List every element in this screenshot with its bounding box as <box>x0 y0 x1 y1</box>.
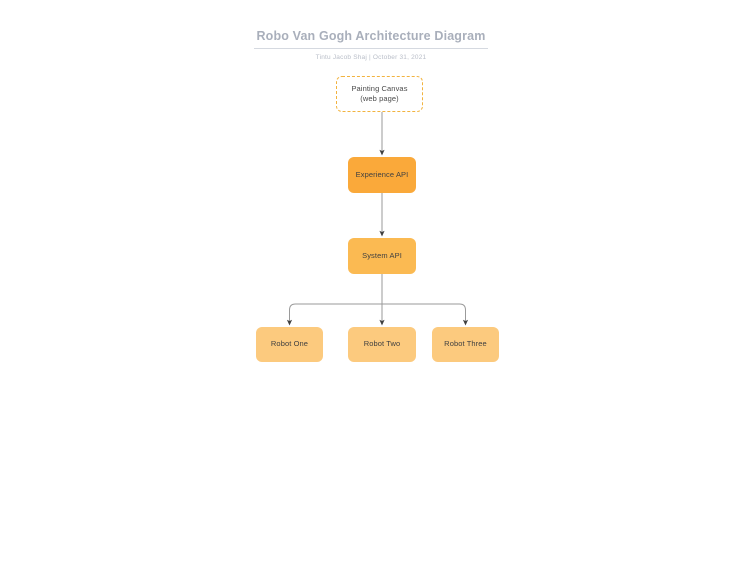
page-title: Robo Van Gogh Architecture Diagram <box>253 29 489 49</box>
node-label-line1: Painting Canvas <box>351 83 408 93</box>
node-label: Robot Three <box>444 339 487 349</box>
node-label: Robot One <box>270 339 309 349</box>
node-label-wrapper: Painting Canvas (web page) <box>351 84 407 105</box>
document-header: Robo Van Gogh Architecture Diagram Tintu… <box>0 27 742 62</box>
node-painting-canvas[interactable]: Painting Canvas (web page) <box>336 76 423 112</box>
node-experience-api[interactable]: Experience API <box>348 157 416 193</box>
node-robot-one[interactable]: Robot One <box>256 327 323 362</box>
node-label: Experience API <box>355 169 409 179</box>
node-system-api[interactable]: System API <box>348 238 416 274</box>
edge-system-robot-one <box>286 303 382 326</box>
edge-system-robot-three <box>382 303 469 326</box>
node-robot-two[interactable]: Robot Two <box>348 327 416 362</box>
node-label-line2: (web page) <box>360 94 399 103</box>
document-byline: Tintu Jacob Shaj | October 31, 2021 <box>315 54 427 61</box>
node-label: Robot Two <box>363 339 401 349</box>
node-label: System API <box>362 250 402 260</box>
node-robot-three[interactable]: Robot Three <box>432 327 499 362</box>
